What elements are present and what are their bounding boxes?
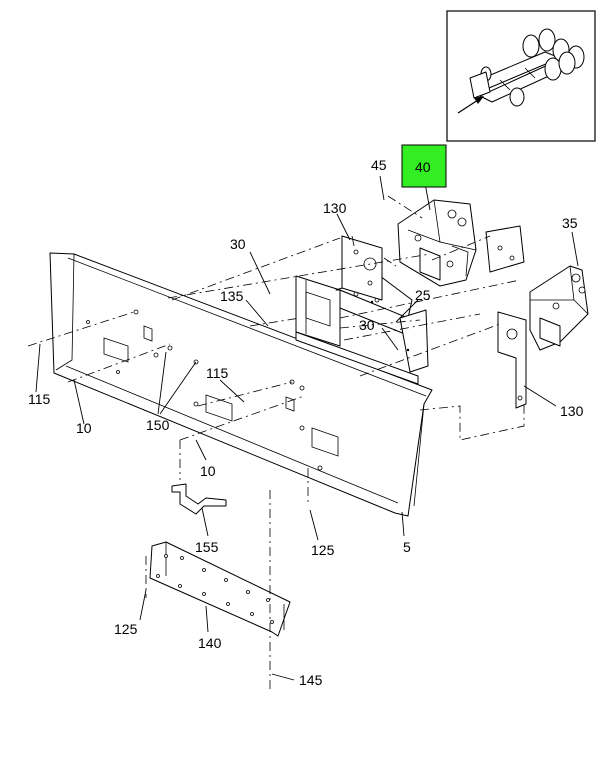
callout-150[interactable]: 150 xyxy=(146,417,170,433)
projection-lines xyxy=(27,195,525,690)
callout-35[interactable]: 35 xyxy=(562,215,578,231)
callout-5[interactable]: 5 xyxy=(403,539,411,555)
right-tow-bracket xyxy=(529,265,589,351)
callout-115-left[interactable]: 115 xyxy=(28,391,51,407)
callout-145[interactable]: 145 xyxy=(299,672,323,688)
left-frame-bracket xyxy=(295,275,429,385)
callout-30-lower[interactable]: 30 xyxy=(359,317,375,333)
callout-highlight-40[interactable] xyxy=(401,144,447,188)
callout-140[interactable]: 140 xyxy=(198,635,222,651)
bumper-light-cutout-center xyxy=(205,394,233,422)
callout-45[interactable]: 45 xyxy=(371,157,387,173)
front-bumper xyxy=(49,252,433,517)
callout-155[interactable]: 155 xyxy=(195,539,219,555)
callout-130-upper[interactable]: 130 xyxy=(323,200,347,216)
callout-labels: 40 45 130 35 30 135 25 30 115 115 10 150… xyxy=(28,157,584,688)
callout-130-lower[interactable]: 130 xyxy=(560,403,584,419)
callout-125-right[interactable]: 125 xyxy=(311,542,335,558)
locator-arrow xyxy=(457,96,484,114)
callout-135[interactable]: 135 xyxy=(220,288,244,304)
left-tow-bracket xyxy=(397,199,477,287)
bumper-light-cutout-right xyxy=(311,427,339,457)
reinforcement-plate xyxy=(485,225,525,273)
callout-10-left[interactable]: 10 xyxy=(76,420,92,436)
callout-30-upper[interactable]: 30 xyxy=(230,236,246,252)
license-plate-bracket xyxy=(149,541,291,637)
callout-25[interactable]: 25 xyxy=(415,287,431,303)
license-mount-clip xyxy=(171,483,227,515)
callout-40[interactable]: 40 xyxy=(415,159,431,175)
bumper-light-cutout-left xyxy=(103,337,129,363)
callout-115-center[interactable]: 115 xyxy=(206,365,229,381)
truck-chassis-thumbnail xyxy=(469,28,585,107)
spacer-plate-lower xyxy=(497,311,527,409)
locator-inset xyxy=(446,10,596,142)
leader-lines xyxy=(35,175,579,681)
callout-125-left[interactable]: 125 xyxy=(114,621,138,637)
callout-10-center[interactable]: 10 xyxy=(200,463,216,479)
